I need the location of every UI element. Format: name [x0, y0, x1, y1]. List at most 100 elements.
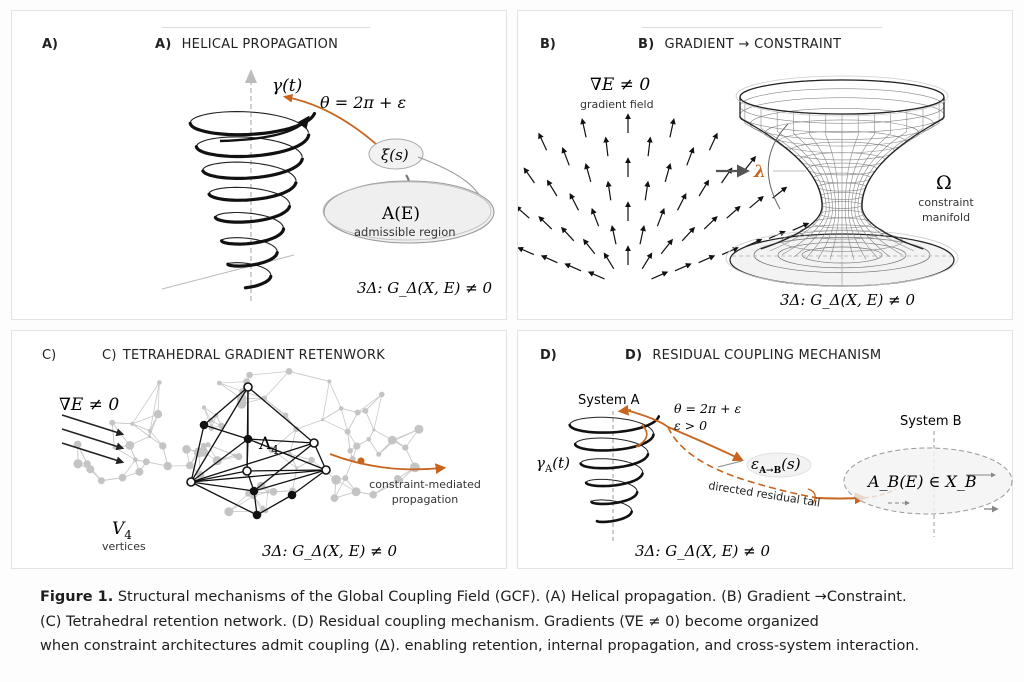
panel-c-corner-label: C) [42, 348, 57, 363]
background-node [331, 475, 341, 485]
background-edge [271, 449, 297, 469]
background-edge [264, 371, 290, 399]
background-node [135, 467, 144, 476]
xi-ellipse [368, 138, 424, 170]
background-edge [132, 423, 150, 437]
background-node [148, 428, 152, 433]
field-arrow [580, 118, 587, 138]
tetra-edge [247, 438, 327, 471]
constraint-manifold-funnel [725, 75, 959, 287]
field-arrow [721, 246, 739, 256]
helix-d-back [569, 416, 654, 511]
panel-d-title-prefix: D) [625, 348, 643, 363]
background-node [182, 445, 191, 454]
background-edge [345, 458, 353, 479]
field-arrow [518, 246, 535, 256]
background-node [201, 405, 207, 410]
xi-label: ξ(s) [381, 146, 409, 164]
tail-caption: directed residual tail [708, 479, 822, 510]
manifold-caption-line2: manifold [922, 211, 970, 224]
field-arrow [792, 222, 810, 231]
panel-d-diagram: System A System B θ = 2π + ε ε > 0 γA(t)… [536, 393, 1013, 560]
background-edge [112, 422, 133, 425]
background-node [366, 437, 372, 442]
panel-b-corner-label: B) [540, 37, 556, 52]
tetra-edge [246, 469, 327, 472]
figure-caption: Figure 1. Structural mechanisms of the G… [40, 585, 1015, 659]
background-node [260, 505, 265, 510]
background-node [354, 409, 361, 416]
field-arrow [546, 179, 558, 197]
tetra-edge [291, 469, 327, 496]
background-edge [111, 422, 115, 448]
field-arrow [669, 118, 676, 138]
field-arrow [708, 132, 718, 151]
background-node [130, 421, 135, 426]
background-node [414, 424, 424, 434]
background-node [338, 406, 344, 411]
background-node [344, 428, 351, 435]
background-node [109, 419, 116, 426]
background-node [327, 379, 332, 384]
background-edge [157, 382, 160, 415]
caption-line-3: when constraint architectures admit coup… [40, 638, 920, 654]
field-arrow [772, 186, 788, 199]
funnel-meridian [809, 113, 836, 260]
tetra-edge [203, 386, 249, 426]
tetra-edge [313, 442, 327, 471]
background-node [347, 447, 354, 454]
background-edge [149, 382, 160, 431]
tetra-edge [190, 386, 249, 483]
panel-c-title-text: TETRAHEDRAL GRADIENT RETENWORK [122, 348, 386, 363]
tetra-vertex [249, 486, 259, 496]
funnel-meridian [848, 113, 875, 260]
tetra-edge [190, 424, 205, 483]
background-edge [322, 419, 348, 432]
system-b-label: System B [900, 414, 962, 429]
tetra-vertex [309, 438, 319, 448]
funnel-meridian [825, 114, 840, 260]
panel-a-title-rule [162, 27, 370, 28]
field-arrow [646, 136, 653, 157]
background-node [269, 487, 278, 496]
epsilon-label: ε > 0 [674, 418, 707, 433]
background-node [293, 426, 300, 433]
caption-line-1: Figure 1. Structural mechanisms of the G… [40, 585, 1015, 610]
background-node [266, 490, 270, 494]
panel-a-diagram: γ(t) θ = 2π + ε ξ(s) A(E) admissible reg… [161, 69, 495, 301]
tetra-edge [190, 438, 249, 483]
background-edge [132, 413, 159, 425]
condition-label: 3Δ: G_Δ(X, E) ≠ 0 [635, 542, 770, 560]
coupling-label: εA→B(s) [751, 455, 801, 476]
background-edge [203, 407, 217, 416]
system-a-helix [568, 415, 661, 524]
background-node [216, 380, 222, 386]
system-b-region [843, 447, 1013, 515]
background-node [387, 435, 397, 445]
panel-a-corner-label: A) [42, 37, 59, 52]
background-node [232, 453, 237, 457]
propagation-caption-line2: propagation [392, 493, 459, 506]
background-edge [219, 381, 247, 384]
background-node [153, 410, 163, 419]
background-edge [357, 394, 383, 413]
background-node [285, 368, 293, 375]
tetrahedral-network [186, 382, 331, 520]
system-b-region-label: A_B(E) ∈ X_B [866, 472, 977, 491]
background-network [73, 368, 424, 517]
gradient-arrow-2 [61, 428, 125, 451]
background-edge [322, 408, 342, 421]
background-node [392, 438, 397, 443]
panel-b-gradient-constraint: B) B)GRADIENT → CONSTRAINT λ ∇E ≠ 0 grad… [517, 10, 1013, 320]
region-label: A(E) [381, 204, 420, 224]
background-node [398, 477, 404, 483]
background-node [157, 380, 162, 385]
funnel-meridian [854, 110, 908, 258]
panel-a-title-text: HELICAL PROPAGATION [181, 37, 339, 52]
propagation-node [357, 457, 365, 465]
field-arrow [590, 207, 600, 227]
background-node [235, 453, 243, 461]
tetra-vertex [186, 477, 196, 487]
funnel-meridian [857, 107, 924, 256]
background-node [379, 391, 385, 398]
